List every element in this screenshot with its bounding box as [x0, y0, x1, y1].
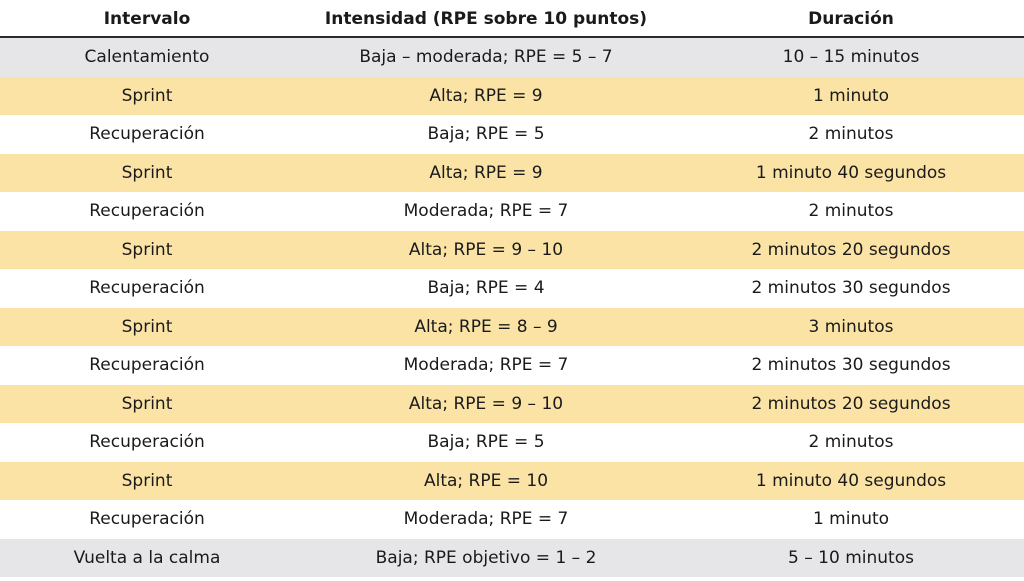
cell-intensity: Alta; RPE = 8 – 9 [414, 316, 558, 337]
cell-interval: Sprint [121, 85, 173, 106]
table-row: Recuperación Baja; RPE = 5 2 minutos [0, 423, 1024, 462]
header-duration: Duración [808, 9, 894, 29]
cell-duration: 2 minutos [808, 201, 894, 222]
cell-intensity: Moderada; RPE = 7 [403, 201, 569, 222]
header-interval: Intervalo [103, 9, 191, 29]
table-row: Vuelta a la calma Baja; RPE objetivo = 1 … [0, 538, 1024, 577]
cell-intensity: Alta; RPE = 9 [429, 85, 543, 106]
table-header: Intervalo Intensidad (RPE sobre 10 punto… [0, 0, 1024, 38]
table-row: Calentamiento Baja – moderada; RPE = 5 – … [0, 38, 1024, 77]
cell-interval: Recuperación [89, 201, 205, 222]
cell-duration: 2 minutos 30 segundos [751, 355, 951, 376]
table-row: Sprint Alta; RPE = 10 1 minuto 40 segundos [0, 461, 1024, 500]
cell-duration: 10 – 15 minutos [782, 47, 920, 68]
table-row: Sprint Alta; RPE = 8 – 9 3 minutos [0, 307, 1024, 346]
cell-intensity: Baja – moderada; RPE = 5 – 7 [359, 47, 613, 68]
cell-intensity: Baja; RPE = 4 [427, 278, 545, 299]
cell-duration: 1 minuto 40 segundos [755, 470, 947, 491]
cell-interval: Calentamiento [84, 47, 210, 68]
table-row: Sprint Alta; RPE = 9 – 10 2 minutos 20 seg… [0, 384, 1024, 423]
cell-interval: Recuperación [89, 355, 205, 376]
table-row: Sprint Alta; RPE = 9 1 minuto [0, 76, 1024, 115]
table-body: Calentamiento Baja – moderada; RPE = 5 – … [0, 38, 1024, 577]
header-intensity: Intensidad (RPE sobre 10 puntos) [324, 9, 648, 29]
cell-intensity: Alta; RPE = 9 – 10 [408, 393, 564, 414]
cell-interval: Sprint [121, 393, 173, 414]
cell-interval: Sprint [121, 162, 173, 183]
cell-intensity: Baja; RPE = 5 [427, 124, 545, 145]
table-row: Sprint Alta; RPE = 9 1 minuto 40 segundos [0, 153, 1024, 192]
cell-duration: 2 minutos [808, 124, 894, 145]
table-row: Recuperación Baja; RPE = 5 2 minutos [0, 115, 1024, 154]
cell-duration: 5 – 10 minutos [788, 547, 914, 568]
cell-interval: Vuelta a la calma [73, 547, 221, 568]
cell-interval: Sprint [121, 239, 173, 260]
cell-interval: Recuperación [89, 432, 205, 453]
table-row: Recuperación Moderada; RPE = 7 1 minuto [0, 500, 1024, 539]
cell-intensity: Baja; RPE objetivo = 1 – 2 [375, 547, 597, 568]
cell-intensity: Alta; RPE = 10 [423, 470, 549, 491]
cell-interval: Recuperación [89, 124, 205, 145]
cell-duration: 1 minuto [812, 509, 890, 530]
cell-interval: Sprint [121, 470, 173, 491]
cell-duration: 3 minutos [808, 316, 894, 337]
cell-duration: 2 minutos 30 segundos [751, 278, 951, 299]
cell-duration: 2 minutos 20 segundos [751, 393, 951, 414]
cell-intensity: Moderada; RPE = 7 [403, 355, 569, 376]
table-row: Recuperación Moderada; RPE = 7 2 minutos [0, 192, 1024, 231]
cell-interval: Recuperación [89, 509, 205, 530]
cell-intensity: Moderada; RPE = 7 [403, 509, 569, 530]
cell-interval: Sprint [121, 316, 173, 337]
cell-intensity: Alta; RPE = 9 [429, 162, 543, 183]
table-row: Recuperación Baja; RPE = 4 2 minutos 30 se… [0, 269, 1024, 308]
cell-duration: 1 minuto 40 segundos [755, 162, 947, 183]
cell-interval: Recuperación [89, 278, 205, 299]
table-row: Sprint Alta; RPE = 9 – 10 2 minutos 20 seg… [0, 230, 1024, 269]
table-row: Recuperación Moderada; RPE = 7 2 minutos 3… [0, 346, 1024, 385]
cell-intensity: Alta; RPE = 9 – 10 [408, 239, 564, 260]
cell-duration: 2 minutos [808, 432, 894, 453]
cell-duration: 2 minutos 20 segundos [751, 239, 951, 260]
cell-intensity: Baja; RPE = 5 [427, 432, 545, 453]
cell-duration: 1 minuto [812, 85, 890, 106]
